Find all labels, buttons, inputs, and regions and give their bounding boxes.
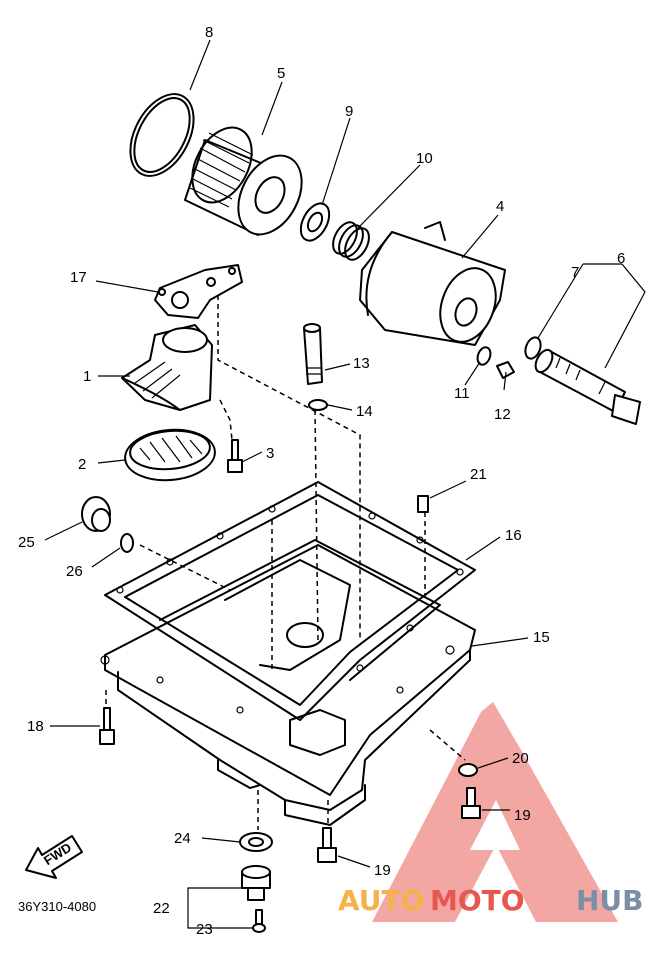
diagram-code: 36Y310-4080 <box>18 899 96 914</box>
label-3: 3 <box>266 445 274 462</box>
oil-filter-element-5 <box>184 126 303 236</box>
plug-25 <box>81 496 111 532</box>
bolt-18 <box>99 707 115 745</box>
watermark-hub: HUB <box>576 884 644 917</box>
bolt-19-lower <box>317 827 337 863</box>
label-9: 9 <box>345 103 353 120</box>
label-5: 5 <box>277 65 285 82</box>
label-1: 1 <box>83 368 91 385</box>
label-8: 8 <box>205 24 213 41</box>
label-14: 14 <box>356 403 373 420</box>
label-2: 2 <box>78 456 86 473</box>
label-15: 15 <box>533 629 550 646</box>
label-7: 7 <box>571 264 579 281</box>
watermark-logo <box>372 702 618 922</box>
label-13: 13 <box>353 355 370 372</box>
o-ring-26 <box>120 533 134 553</box>
o-ring-8 <box>129 93 195 177</box>
label-18: 18 <box>27 718 44 735</box>
oil-pipe-13 <box>303 323 323 385</box>
o-ring-7 <box>524 336 542 360</box>
label-16: 16 <box>505 527 522 544</box>
label-6: 6 <box>617 250 625 267</box>
assembly-lines <box>105 295 466 830</box>
bolt-19-upper <box>461 787 481 819</box>
label-21: 21 <box>470 466 487 483</box>
washer-20 <box>458 763 478 777</box>
watermark-moto: MOTO <box>430 884 525 917</box>
label-11: 11 <box>454 385 470 402</box>
leader-lines <box>44 39 646 929</box>
watermark-auto: AUTO <box>338 884 424 917</box>
gasket-17 <box>154 264 243 319</box>
oil-strainer-2 <box>124 428 216 482</box>
filter-bolt-6 <box>534 348 641 425</box>
washer-9 <box>299 202 331 242</box>
oil-pan-gasket-16 <box>104 481 476 721</box>
filter-cover-4 <box>359 221 506 346</box>
drain-plug-22 <box>241 865 271 901</box>
part-labels: 8 5 9 10 4 6 7 17 1 13 14 11 12 3 2 21 1… <box>18 24 625 938</box>
oil-strainer-housing-1 <box>121 324 213 411</box>
label-19-lower: 19 <box>374 862 391 879</box>
label-24: 24 <box>174 830 191 847</box>
washer-11 <box>476 346 492 366</box>
label-19-upper: 19 <box>514 807 531 824</box>
o-ring-14 <box>308 399 328 411</box>
label-17: 17 <box>70 269 87 286</box>
label-10: 10 <box>416 150 433 167</box>
oil-pan-15 <box>100 539 476 826</box>
watermark-text: AUTO MOTO HUB <box>338 884 644 917</box>
label-26: 26 <box>66 563 83 580</box>
label-23: 23 <box>196 921 213 938</box>
screw-23 <box>252 909 266 933</box>
spring-10 <box>332 221 370 261</box>
label-4: 4 <box>496 198 504 215</box>
gasket-24 <box>239 832 273 852</box>
dowel-pin-21 <box>417 495 429 513</box>
screw-12 <box>496 361 515 379</box>
forward-arrow-icon: FWD <box>25 835 83 879</box>
label-12: 12 <box>494 406 511 423</box>
label-22: 22 <box>153 900 170 917</box>
bolt-3 <box>227 439 243 473</box>
label-20: 20 <box>512 750 529 767</box>
label-25: 25 <box>18 534 35 551</box>
